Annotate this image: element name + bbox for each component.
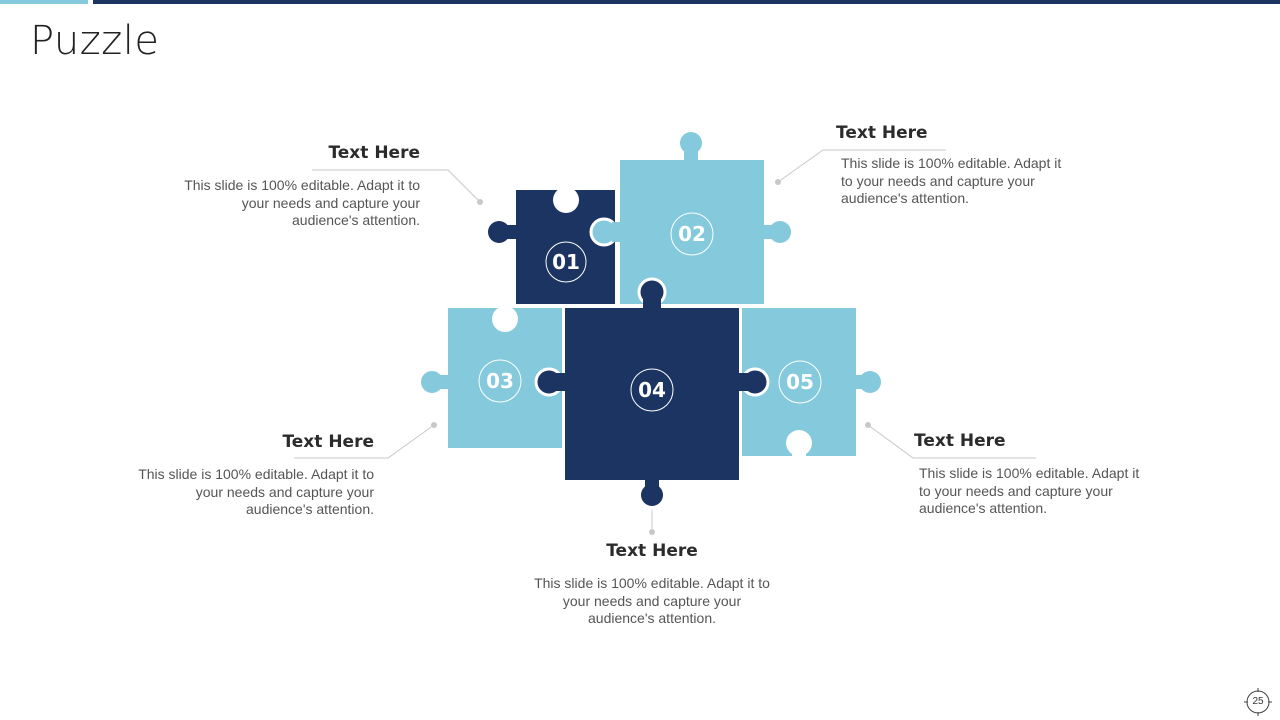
callout-heading: Text Here <box>606 541 698 561</box>
connector-03 <box>294 424 435 459</box>
callout-01: Text Here This slide is 100% editable. A… <box>180 143 420 230</box>
badge-ring-04 <box>630 368 674 412</box>
piece-label-02: 02 <box>678 222 706 246</box>
piece-label-05: 05 <box>786 370 814 394</box>
piece-label-01: 01 <box>552 250 580 274</box>
callout-body: This slide is 100% editable. Adapt it to… <box>534 575 770 626</box>
callout-heading: Text Here <box>836 123 928 143</box>
connector-05 <box>867 424 1036 459</box>
connector-dot-04 <box>649 529 655 535</box>
puzzle-piece-01 <box>488 186 620 304</box>
badge-ring-02 <box>670 212 714 256</box>
connector-01 <box>312 169 481 203</box>
header-bar <box>93 0 1280 4</box>
connector-dot-05 <box>865 422 871 428</box>
piece-label-04: 04 <box>638 378 666 402</box>
page-number: 25 <box>1252 696 1264 707</box>
callout-body: This slide is 100% editable. Adapt it to… <box>841 155 1062 206</box>
slide-title: Puzzle <box>30 18 160 64</box>
badge-ring-05 <box>778 360 822 404</box>
connector-dot-03 <box>431 422 437 428</box>
badge-ring-03 <box>478 359 522 403</box>
connector-dot-02 <box>775 179 781 185</box>
piece-label-03: 03 <box>486 369 514 393</box>
puzzle-piece-04 <box>534 277 770 506</box>
callout-03: Text Here This slide is 100% editable. A… <box>134 432 374 519</box>
badge-ring-01 <box>545 241 587 283</box>
callout-heading: Text Here <box>282 432 374 452</box>
connector-02 <box>777 149 946 183</box>
header-accent-bar <box>0 0 88 4</box>
callout-body: This slide is 100% editable. Adapt it to… <box>184 177 420 228</box>
callout-body: This slide is 100% editable. Adapt it to… <box>138 466 374 517</box>
callout-02: Text Here This slide is 100% editable. A… <box>836 123 1076 208</box>
callout-body: This slide is 100% editable. Adapt it to… <box>919 465 1140 516</box>
callout-04: Text Here This slide is 100% editable. A… <box>532 541 772 628</box>
page-number-ring-icon <box>1244 688 1272 716</box>
callout-heading: Text Here <box>914 431 1006 451</box>
connector-dot-01 <box>477 199 483 205</box>
callout-05: Text Here This slide is 100% editable. A… <box>914 431 1154 518</box>
callout-heading: Text Here <box>328 143 420 163</box>
